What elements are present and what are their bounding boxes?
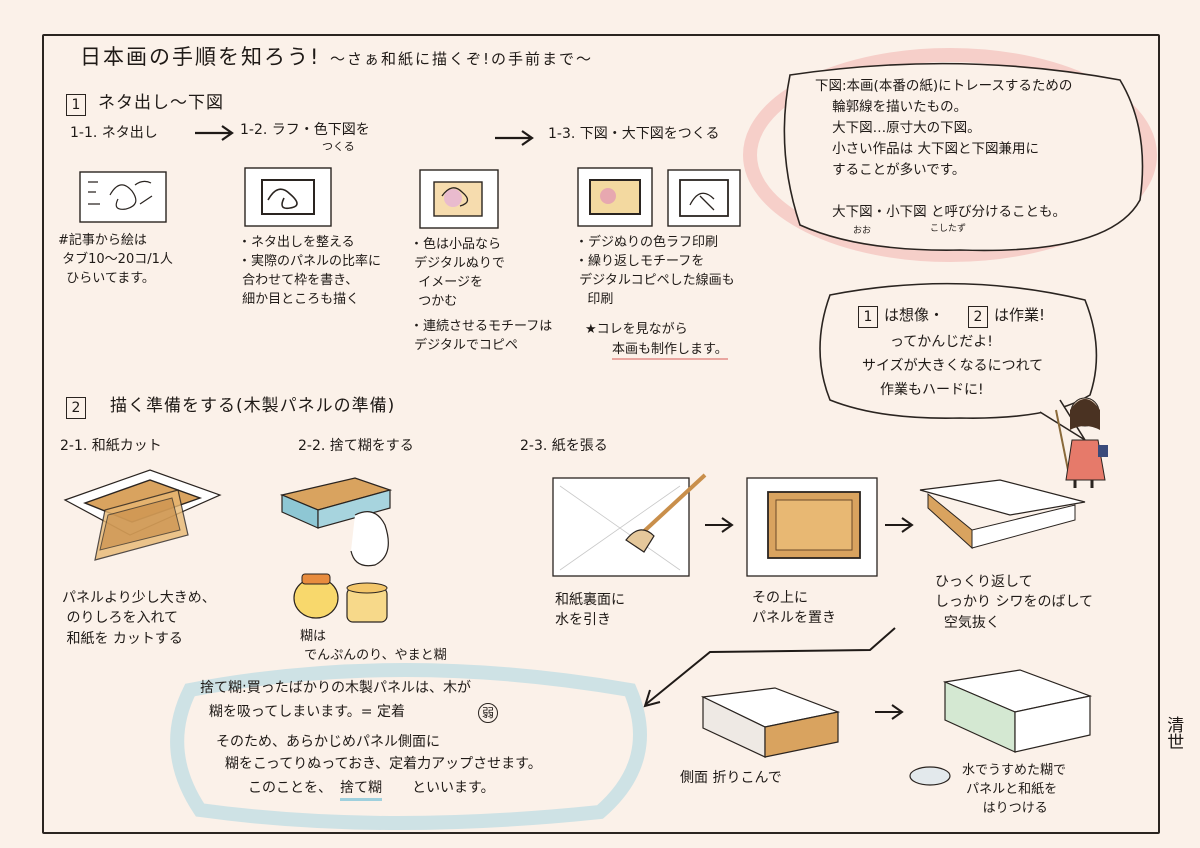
artist-character (1055, 397, 1108, 488)
sketch-rough (244, 167, 332, 227)
outer-frame (42, 34, 1160, 834)
sketch-color (419, 169, 499, 229)
note-copy: ・連続させるモチーフは デジタルでコピペ (410, 319, 553, 353)
bubble-line-1: は想像・ (884, 306, 945, 324)
step-2-1: 2-1. 和紙カット (60, 438, 162, 454)
bubble-line-3: サイズが大きくなるにつれて (862, 358, 1044, 374)
note-fold: 側面 折りこんで (680, 770, 782, 786)
note-shitazu: ・デジぬりの色ラフ印刷 ・繰り返しモチーフを デジタルコピペした線画も 印刷 (575, 235, 735, 307)
section-2-heading: 描く準備をする(木製パネルの準備) (110, 396, 396, 416)
blue-glow (170, 663, 647, 831)
ruby-oo: おお (853, 226, 872, 236)
glue-bowl (909, 766, 951, 786)
section-2-number: 2 (66, 397, 86, 419)
note-water: 和紙裏面に 水を引き (555, 592, 625, 629)
sketch-netadashi (79, 171, 167, 223)
top-bubble-shape (783, 62, 1144, 252)
note-honga: 本画も制作します。 (612, 342, 728, 361)
step-2-3: 2-3. 紙を張る (520, 438, 608, 454)
arrow-1 (195, 125, 234, 141)
arrow-5 (875, 704, 904, 720)
sketch-shita-zu (577, 167, 741, 227)
ruby-koshitazu: こしたず (930, 224, 967, 234)
step-1-2: 1-2. ラフ・色下図を (240, 122, 370, 138)
bottom-sutenori: 捨て糊 (340, 780, 382, 801)
note-color: ・色は小品なら デジタルぬりで イメージを つかむ (410, 237, 505, 309)
arrow-3 (705, 517, 734, 533)
bottom-weak: 弱 (478, 703, 498, 723)
bottom-line-2: 糊を吸ってしまいます。= 定着 (200, 704, 405, 720)
page-subtitle: ～さぁ和紙に描くぞ!の手前まで～ (330, 50, 594, 68)
note-cut: パネルより少し大きめ、 のりしろを入れて 和紙を カットする (62, 590, 216, 647)
paper-water-drawing (552, 473, 707, 577)
note-flip: ひっくり返して しっかり シワをのばして 空気抜く (935, 574, 1094, 631)
note-panel: その上に パネルを置き (752, 590, 836, 627)
note-glue: 糊は でんぷんのり、やまと糊 (300, 629, 447, 663)
step-1-2-sub: つくる (322, 140, 355, 153)
bottom-line-3: そのため、あらかじめパネル側面に (216, 734, 440, 750)
step-1-1: 1-1. ネタ出し (70, 125, 158, 141)
panel-cut-drawing (63, 469, 222, 561)
step-2-2: 2-2. 捨て糊をする (298, 438, 414, 454)
bottom-line-5: このことを、 (248, 780, 332, 796)
signature: 清世 (1163, 716, 1184, 750)
arrow-2 (495, 130, 534, 146)
bottom-line-5c: といいます。 (412, 780, 495, 796)
glue-drawing (279, 477, 393, 567)
section-1-heading: ネタ出し～下図 (98, 93, 224, 113)
fold-side-drawing (700, 687, 841, 758)
top-bubble-text: 下図:本画(本番の紙)にトレースするための 輪郭線を描いたもの。 大下図…原寸大… (815, 78, 1073, 220)
bubble-line-4: 作業もハードに! (880, 382, 984, 398)
note-stick: 水でうすめた糊で パネルと和紙を はりつける (962, 763, 1067, 816)
bubble-line-1b: は作業! (994, 306, 1046, 324)
bottom-line-1: 捨て糊:買ったばかりの木製パネルは、木が (200, 680, 471, 696)
panel-on-paper (746, 477, 878, 577)
section-1-number: 1 (66, 94, 86, 116)
step-1-3: 1-3. 下図・大下図をつくる (548, 126, 720, 142)
flipped-panel (919, 479, 1086, 550)
pink-glow (743, 48, 1157, 262)
arrow-long (643, 627, 896, 708)
bubble-num-1: 1 (858, 306, 878, 328)
bubble-line-2: ってかんじだよ! (890, 334, 993, 350)
final-panel-drawing (942, 669, 1093, 753)
page-title: 日本画の手順を知ろう! (80, 45, 321, 69)
bottom-line-4: 糊をこってりぬっておき、定着力アップさせます。 (216, 756, 542, 772)
note-netadashi: #記事から絵は タブ10～20コ/1人 ひらいてます。 (58, 233, 173, 286)
bubble-num-2: 2 (968, 306, 988, 328)
glue-jars (293, 573, 388, 623)
note-rough: ・ネタ出しを整える ・実際のパネルの比率に 合わせて枠を書き、 細か目ところも描… (238, 235, 382, 307)
note-star: ★コレを見ながら (585, 322, 688, 337)
arrow-4 (885, 517, 914, 533)
